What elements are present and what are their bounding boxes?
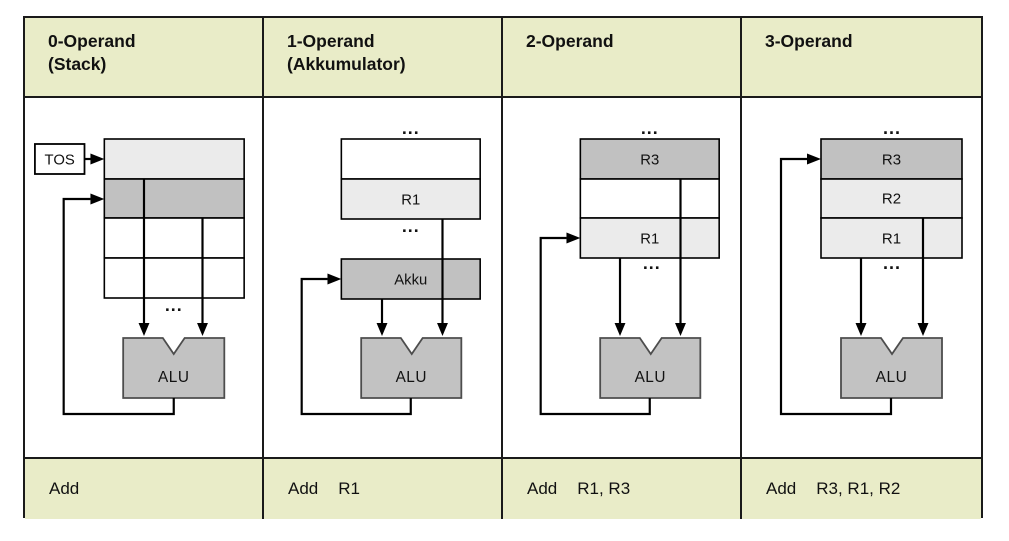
arrowhead-down-icon [197,323,208,336]
register-label-r3: R3 [640,151,659,168]
tos-label: TOS [45,151,75,168]
register-cell-r3 [820,138,963,180]
alu-label: ALU [876,369,908,386]
column-header: 3-Operand [742,18,981,98]
register-cell-r2 [820,178,963,219]
arrowhead-right-icon [327,273,342,285]
column-title: 0-Operand [48,31,136,51]
instruction-operands: R1 [338,479,360,498]
three-operand-diagram-svg: ... R3 R2 R1 ... [779,118,963,416]
akku-box [340,258,481,300]
arrowhead-down-icon [675,323,686,336]
instruction-mnemonic: Add [49,479,80,498]
ellipsis-bottom: ... [402,216,420,236]
instruction-example: Add R3, R1, R2 [742,457,981,519]
accumulator-diagram-svg: ... R1 Akku ... ALU [300,118,481,416]
ellipsis-top: ... [883,118,901,138]
stack-cell-4 [103,257,245,299]
alu-label: ALU [158,369,189,386]
instruction-mnemonic: Add [766,479,797,498]
instruction-example: Add R1 [264,457,501,519]
akku-label: Akku [394,271,427,288]
arrowhead-down-icon [614,323,626,336]
arrowhead-down-icon [138,323,150,336]
arrowhead-down-icon [855,323,867,336]
column-title: 1-Operand [287,31,375,51]
arrowhead-right-icon [566,232,581,244]
column-subtitle: (Akkumulator) [287,54,406,74]
operand-path-right [675,179,686,336]
writeback-path [62,193,175,416]
alu-label: ALU [635,369,666,386]
alu-label: ALU [396,369,427,386]
column-2-operand: 2-Operand ... R3 R1 [503,18,742,519]
alu [122,337,226,399]
alu [360,337,463,399]
operand-path-left [855,258,867,336]
instruction-example: Add R1, R3 [503,457,740,519]
writeback-path [300,273,412,416]
architecture-comparison-table: 0-Operand (Stack) TOS [23,16,983,519]
arrowhead-right-icon [90,153,105,165]
register-cell-r1 [820,217,963,259]
instruction-mnemonic: Add [527,479,558,498]
arrowhead-right-icon [807,153,821,165]
column-header: 0-Operand (Stack) [25,18,262,98]
register-cell-empty [340,138,481,180]
accumulator-architecture-diagram: ... R1 Akku ... ALU [264,98,501,457]
three-operand-architecture-diagram: ... R3 R2 R1 ... [742,98,981,457]
alu [840,337,943,399]
tos-box [34,143,86,175]
ellipsis-top: ... [641,118,659,138]
tos-pointer: TOS [34,143,105,175]
writeback-path [539,232,651,416]
column-title: 2-Operand [526,31,614,51]
operand-path-right [197,218,208,336]
two-operand-architecture-diagram: ... R3 R1 ... ALU [503,98,740,457]
stack-cell-top [103,138,245,180]
arrowhead-down-icon [917,323,929,336]
instruction-example: Add [25,457,262,519]
ellipsis-bottom: ... [883,253,901,273]
arrowhead-down-icon [376,323,388,336]
register-cell-r3 [579,138,720,180]
ellipsis-bottom: ... [165,295,183,315]
ellipsis-top: ... [402,118,420,138]
register-label-r1: R1 [882,231,901,248]
column-0-operand: 0-Operand (Stack) TOS [25,18,264,519]
arrowhead-down-icon [437,323,448,336]
operand-path-left [376,299,388,336]
arrowhead-right-icon [90,193,105,205]
register-label-r1: R1 [401,191,420,208]
instruction-mnemonic: Add [288,479,319,498]
register-label-r3: R3 [882,152,901,169]
column-1-operand: 1-Operand (Akkumulator) ... R1 Akku ... [264,18,503,519]
register-label-r1: R1 [640,230,659,247]
register-label-r2: R2 [882,191,901,208]
instruction-operands: R3, R1, R2 [816,479,901,498]
stack-architecture-diagram: TOS ... ALU [25,98,262,457]
stack-diagram-svg: TOS ... ALU [34,138,245,416]
instruction-operands: R1, R3 [577,479,631,498]
column-header: 2-Operand [503,18,740,98]
stack-cell-3 [103,217,245,259]
operand-path-right [437,219,448,336]
register-cell-empty [579,178,720,219]
stack-cell-second [103,178,245,219]
operand-path-left [138,179,150,336]
column-3-operand: 3-Operand ... R3 R2 R1 [742,18,981,519]
operand-path-left [614,258,626,336]
register-cell-r1 [579,217,720,259]
column-subtitle: (Stack) [48,54,107,74]
alu [599,337,702,399]
writeback-path [779,153,893,416]
register-cell-r1 [340,178,481,220]
column-title: 3-Operand [765,31,853,51]
ellipsis-bottom: ... [643,253,661,273]
column-header: 1-Operand (Akkumulator) [264,18,501,98]
operand-path-right [917,218,929,336]
two-operand-diagram-svg: ... R3 R1 ... ALU [539,118,720,416]
